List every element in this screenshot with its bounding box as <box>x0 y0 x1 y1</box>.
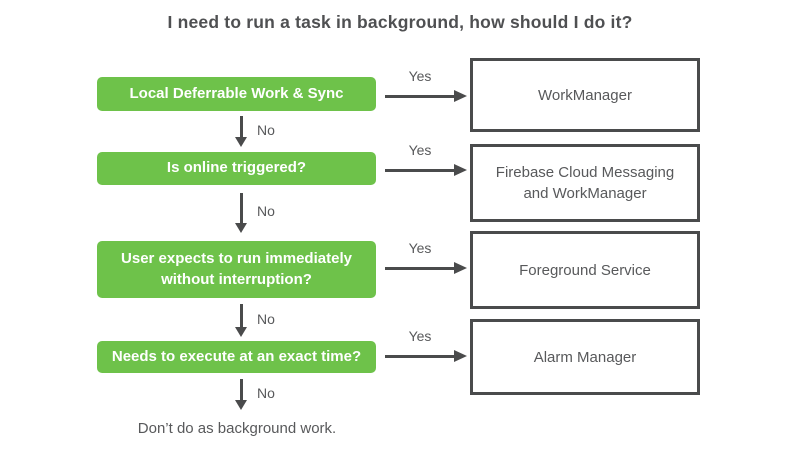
arrow-shaft <box>385 169 456 172</box>
arrowhead-down-icon <box>235 400 247 410</box>
yes-arrow-2: Yes <box>385 142 467 177</box>
decision-node-run-immediately: User expects to run immediately without … <box>97 241 376 298</box>
no-label: No <box>257 122 275 138</box>
no-arrow-2: No <box>235 193 275 233</box>
arrowhead-down-icon <box>235 223 247 233</box>
decision-node-local-deferrable-work: Local Deferrable Work & Sync <box>97 77 376 111</box>
arrow-shaft <box>240 193 243 224</box>
page-title: I need to run a task in background, how … <box>167 12 633 32</box>
result-node-alarm-manager: Alarm Manager <box>470 319 700 395</box>
no-label: No <box>257 203 275 219</box>
arrow-shaft <box>240 116 243 138</box>
no-label: No <box>257 385 275 401</box>
no-arrow-4: No <box>235 379 275 410</box>
yes-arrow-3: Yes <box>385 240 467 275</box>
yes-label: Yes <box>408 328 432 344</box>
result-node-fcm-workmanager: Firebase Cloud Messaging and WorkManager <box>470 144 700 222</box>
no-arrow-1: No <box>235 116 275 147</box>
arrowhead-right-icon <box>454 262 467 274</box>
arrow-shaft <box>385 267 456 270</box>
arrowhead-right-icon <box>454 350 467 362</box>
yes-label: Yes <box>408 240 432 256</box>
result-node-foreground-service: Foreground Service <box>470 231 700 309</box>
arrowhead-right-icon <box>454 90 467 102</box>
arrowhead-down-icon <box>235 327 247 337</box>
arrow-shaft <box>240 379 243 401</box>
yes-label: Yes <box>408 68 432 84</box>
no-label: No <box>257 311 275 327</box>
yes-label: Yes <box>408 142 432 158</box>
arrow-shaft <box>240 304 243 328</box>
result-node-workmanager: WorkManager <box>470 58 700 132</box>
decision-node-online-triggered: Is online triggered? <box>97 152 376 185</box>
arrow-shaft <box>385 355 456 358</box>
final-note: Don’t do as background work. <box>137 420 337 437</box>
yes-arrow-1: Yes <box>385 68 467 103</box>
yes-arrow-4: Yes <box>385 328 467 363</box>
arrowhead-right-icon <box>454 164 467 176</box>
arrow-shaft <box>385 95 456 98</box>
no-arrow-3: No <box>235 304 275 337</box>
decision-node-exact-time: Needs to execute at an exact time? <box>97 341 376 373</box>
arrowhead-down-icon <box>235 137 247 147</box>
